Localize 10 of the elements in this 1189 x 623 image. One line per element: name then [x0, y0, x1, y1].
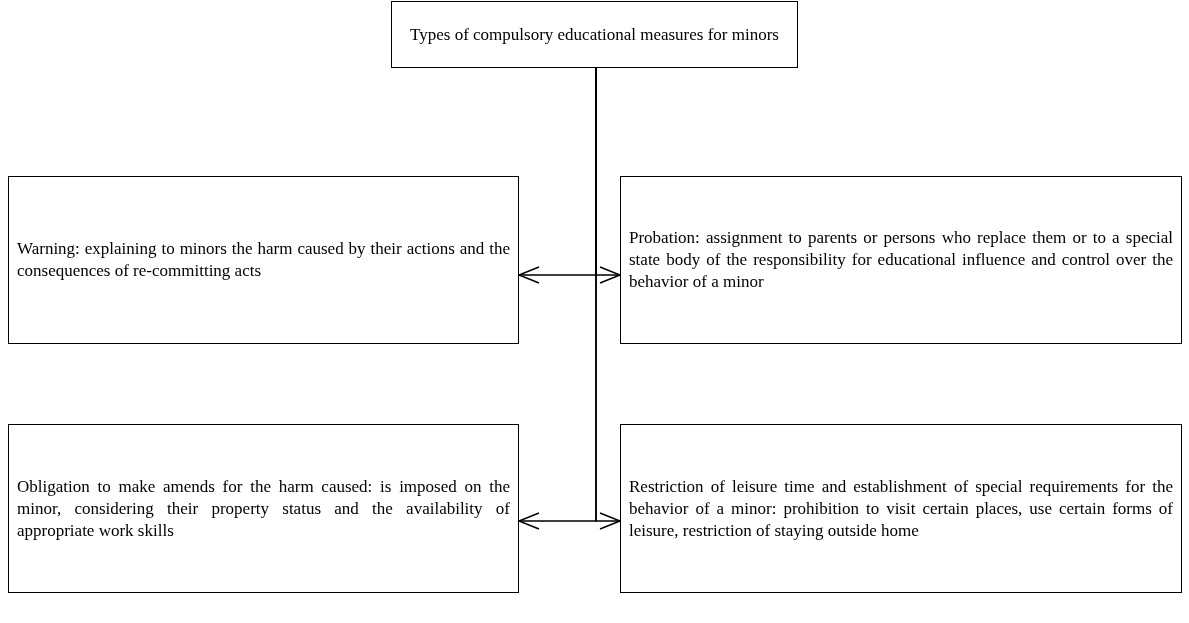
text-box: [391, 1, 798, 68]
text-box: [8, 176, 519, 344]
box-text: Obligation to make amends for the harm caused: is imposed on the minor, considering their property status and the availability of appropriate work skills: [17, 475, 510, 542]
box-text: Restriction of leisure time and establishment of special requirements for the behavior of a minor: prohibition to visit certain places, use certain forms of leisure, restriction of staying outside home: [629, 475, 1173, 542]
box-text: Probation: assignment to parents or persons who replace them or to a special state body of the responsibility for educational influence and control over the behavior of a minor: [629, 227, 1173, 293]
text-box: [8, 424, 519, 593]
box-text: Warning: explaining to minors the harm caused by their actions and the consequences of re-committing acts: [17, 238, 510, 282]
text-box: [620, 424, 1182, 593]
box-text: Types of compulsory educational measures for minors: [410, 23, 779, 46]
text-box: [620, 176, 1182, 344]
